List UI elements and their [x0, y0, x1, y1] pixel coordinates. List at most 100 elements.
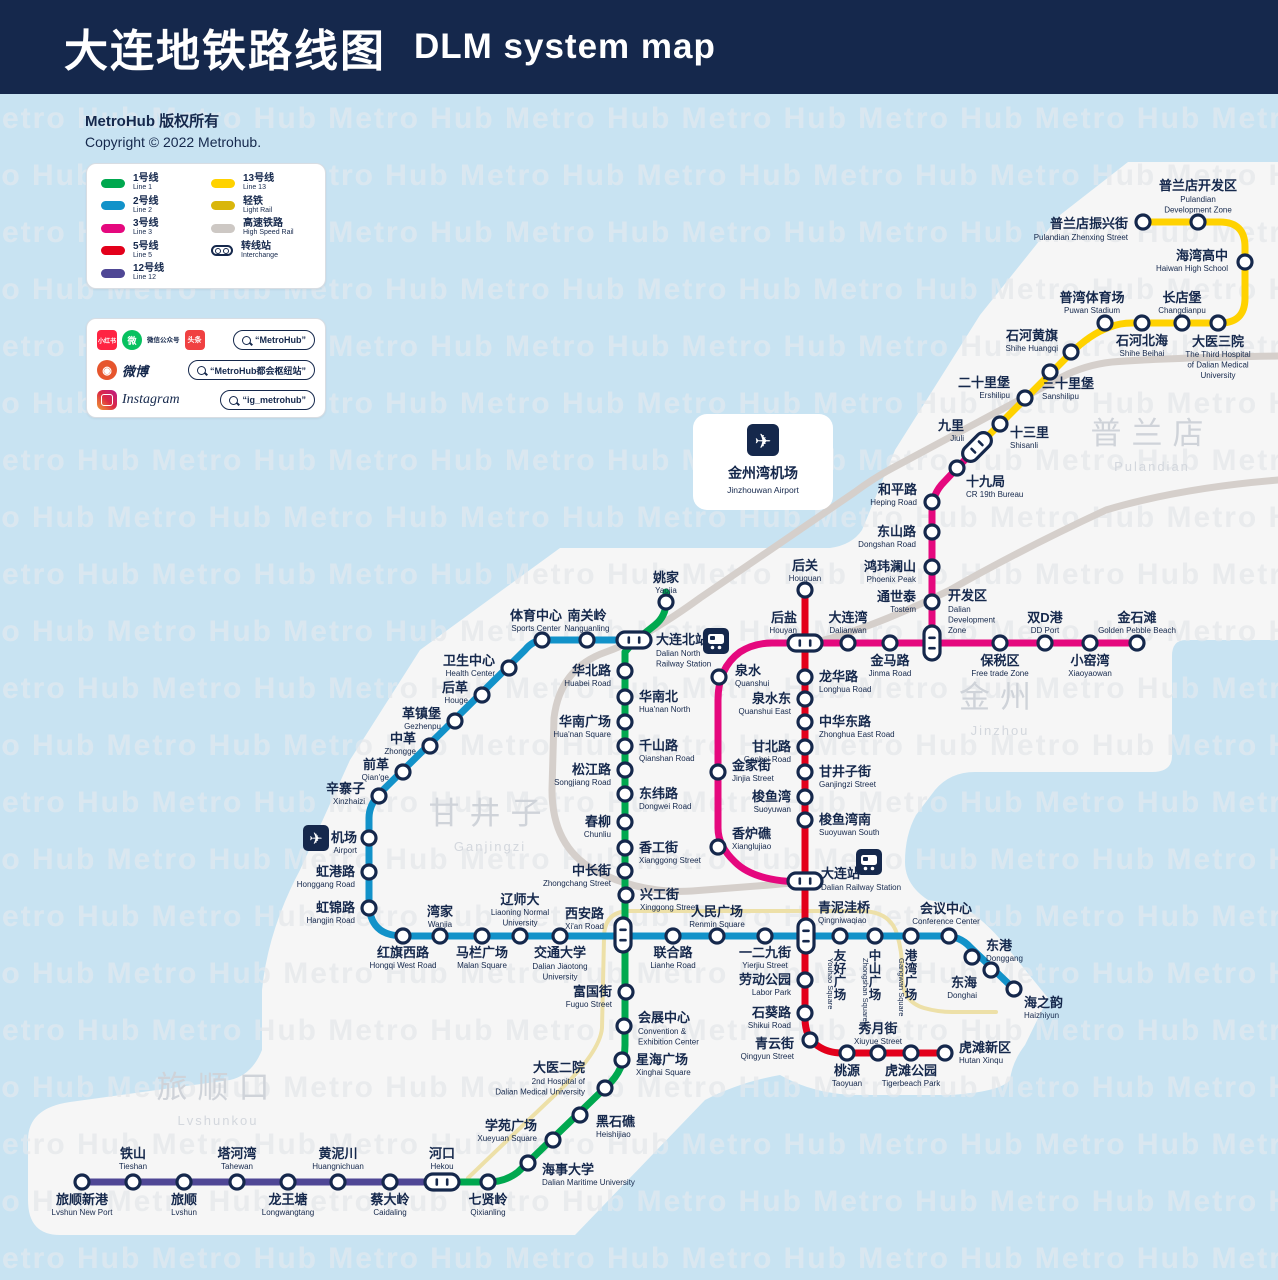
station-label-donggang-en: Donggang [986, 954, 1023, 963]
station-label-sports-center-en: Sports Center [511, 624, 561, 633]
station-label-convention-exhibition-center: 会展中心 [638, 1010, 690, 1025]
station-donggang [963, 948, 981, 966]
station-label-suoyuwan-south-en: Suoyuwan South [819, 828, 880, 837]
station-renmin-square [708, 927, 726, 945]
region-name-zh: 旅顺口 [157, 1070, 280, 1105]
station-cr-19th-bureau [948, 459, 966, 477]
plane-glyph: ✈ [309, 831, 322, 848]
station-label-xinghai-square: 星海广场 [636, 1052, 688, 1067]
station-labor-park [796, 971, 814, 989]
station-label-shihe-huangqi: 石河黄旗 [1005, 328, 1058, 343]
station-puwan-stadium [1096, 314, 1114, 332]
station-youhao-square [831, 927, 849, 945]
station-label-dalian-development-zone-en: Dalian [948, 605, 971, 614]
station-label-xianggong-street-en: Xianggong Street [639, 856, 702, 865]
station-label-xinggong-street: 兴工街 [640, 887, 679, 902]
station-label-shihe-beihai: 石河北海 [1115, 333, 1168, 348]
station-golden-pebble-beach [1128, 634, 1146, 652]
station-label-dongwei-road-en: Dongwei Road [639, 802, 691, 811]
station-label-shikui-road: 石葵路 [751, 1005, 792, 1020]
station-label-huangnichuan-en: Huangnichuan [312, 1162, 364, 1171]
station-label-longhua-road-en: Longhua Road [819, 685, 872, 694]
airport-name-zh: 金州湾机场 [727, 465, 798, 481]
station-label-yaojia-en: Yaojia [655, 586, 677, 595]
station-hekou-interchange [423, 1172, 461, 1192]
interchange-tick [445, 1178, 449, 1186]
station-label-hutan-xinqu: 虎滩新区 [959, 1040, 1011, 1055]
watermark-text: Metro Hub Metro Hub Metro Hub Metro Hub … [0, 1014, 1278, 1047]
interchange-tick [619, 938, 627, 942]
station-pulandian-development-zone [1189, 213, 1207, 231]
watermark-text: Metro Hub Metro Hub Metro Hub Metro Hub … [0, 1242, 1278, 1275]
station-label-xianglujiao: 香炉礁 [731, 826, 771, 841]
station-label-houyan-en: Houyan [769, 626, 797, 635]
station-label-dd-port: 双D港 [1027, 610, 1063, 625]
station-label-longhua-road: 龙华路 [819, 669, 859, 684]
station-houyan-interchange [786, 633, 824, 653]
legend-label-zh: 高速铁路 [243, 218, 283, 229]
search-handle-text: “MetroHub都会枢纽站” [210, 365, 306, 376]
station-label-cr-19th-bureau: 十九局 [966, 474, 1005, 489]
station-label-chunliu-en: Chunliu [584, 830, 611, 839]
station-label-gezhenpu: 革镇堡 [402, 706, 441, 721]
station-label-xinzhaizi-en: Xinzhaizi [333, 797, 365, 806]
watermark-text: Metro Hub Metro Hub Metro Hub Metro Hub … [0, 672, 1278, 705]
copyright-line-en: Copyright © 2022 Metrohub. [85, 134, 262, 150]
station-label-the-third-hospital-of-dalian-medical-university: 大医三院 [1192, 334, 1244, 349]
station-hangjin-road [360, 899, 378, 917]
station-label-hua-nan-square-en: Hua'nan Square [553, 730, 611, 739]
station-label-ganbei-road: 甘北路 [752, 739, 792, 754]
legend-label-zh: 12号线 [133, 263, 165, 274]
station-label-huangnichuan: 黄泥川 [318, 1146, 357, 1161]
station-dd-port [1036, 634, 1054, 652]
station-label-qian-ge-en: Qian'ge [362, 773, 390, 782]
station-label-ershilipu-en: Ershilipu [979, 391, 1010, 400]
station-label-fuguo-street-en: Fuguo Street [566, 1000, 613, 1009]
station-label-2nd-hospital-of-dalian-medical-university-en: 2nd Hospital of [532, 1077, 586, 1086]
station-huangnichuan [329, 1173, 347, 1191]
watermark-text: Metro Hub Metro Hub Metro Hub Metro Hub … [0, 900, 1278, 933]
station-label-songjiang-road: 松江路 [572, 762, 612, 777]
station-label-free-trade-zone: 保税区 [979, 653, 1019, 668]
station-label-labor-park-en: Labor Park [752, 988, 792, 997]
station-label-longwangtang: 龙王塘 [268, 1192, 307, 1207]
watermark-text: Metro Hub Metro Hub Metro Hub Metro Hub … [0, 102, 1278, 135]
station-label-caidaling: 蔡大岭 [369, 1192, 409, 1207]
station-tahewan [228, 1173, 246, 1191]
legend-label-en: Interchange [241, 251, 278, 259]
interchange-tick [627, 636, 631, 644]
instagram-label: Instagram [122, 392, 180, 407]
station-shihe-huangqi [1062, 343, 1080, 361]
station-quanshui [710, 668, 728, 686]
station-ganbei-road [796, 738, 814, 756]
station-label-houyan: 后盐 [771, 610, 797, 625]
interchange-tick [928, 646, 936, 650]
station-free-trade-zone [991, 634, 1009, 652]
train-wheel [863, 866, 868, 871]
station-label-haizhiyun-en: Haizhiyun [1024, 1011, 1059, 1020]
line-color-swatch [211, 178, 235, 188]
station-label-dalian-development-zone-en: Zone [948, 626, 967, 635]
station-label-taoyuan: 桃源 [834, 1063, 860, 1078]
station-label-zhongge-en: Zhongge [384, 747, 416, 756]
station-label-dongshan-road: 东山路 [877, 524, 917, 539]
watermark-text: Metro Hub Metro Hub Metro Hub Metro Hub … [0, 843, 1278, 876]
station-label-dalian-jiaotong-university: 交通大学 [534, 945, 586, 960]
train-wheel [870, 866, 875, 871]
station-dalian-railway-station-interchange [786, 871, 824, 891]
legend-label-zh: 3号线 [133, 218, 159, 229]
line-color-swatch [101, 223, 125, 233]
station-heping-road [923, 493, 941, 511]
watermark-text: Metro Hub Metro Hub Metro Hub Metro Hub … [0, 1071, 1278, 1104]
station-label-huabei-road: 华北路 [572, 663, 612, 678]
station-houge [473, 686, 491, 704]
airplane-glyph: ✈ [755, 431, 772, 453]
legend-label-zh: 5号线 [133, 240, 159, 252]
station-label-sanshilipu-en: Sanshilipu [1042, 392, 1079, 401]
station-label-ershilipu: 二十里堡 [958, 375, 1010, 390]
legend-label-zh: 1号线 [133, 173, 159, 184]
station-label-zhongchang-street: 中长街 [572, 863, 611, 878]
station-label-golden-pebble-beach-en: Golden Pebble Beach [1098, 626, 1176, 635]
